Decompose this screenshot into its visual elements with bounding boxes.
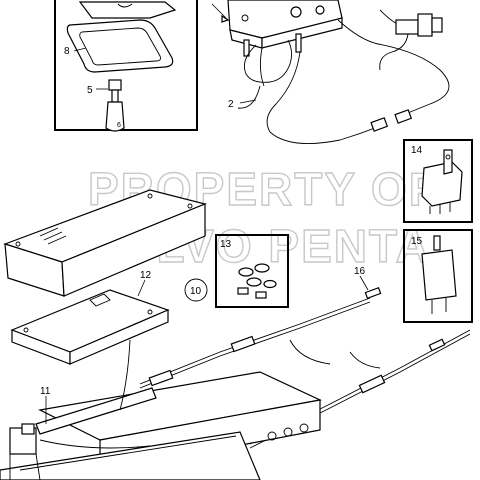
tray-hole-1 — [267, 431, 277, 441]
cable-upper-b — [139, 301, 371, 389]
cable-lower-sleeve — [358, 374, 386, 394]
cable-upper-end — [148, 369, 174, 387]
unit-screw-2 — [147, 309, 153, 315]
breaker-frame — [403, 229, 473, 323]
leader-16 — [359, 275, 369, 291]
plug-wire — [379, 33, 409, 71]
breaker-box: 15 — [403, 229, 473, 323]
sensor-5-mark: 6 — [117, 122, 121, 129]
callout-15: 15 — [411, 236, 423, 247]
connector-a — [370, 117, 389, 132]
callout-16: 16 — [354, 266, 366, 277]
stud-right — [295, 33, 302, 53]
arrow-lead — [211, 3, 227, 19]
control-cables: 16 — [139, 266, 471, 449]
callout-2: 2 — [228, 99, 234, 110]
inset-frame — [54, 0, 198, 131]
enclosure-cover — [3, 189, 207, 297]
arrow-head — [221, 14, 230, 23]
breaker-button — [433, 235, 441, 251]
control-panel-assembly: 2 — [211, 0, 450, 145]
actuator-rod — [35, 387, 157, 435]
callout-5: 5 — [87, 85, 93, 96]
harness-wire-a — [259, 47, 265, 87]
sensor-5-neck — [111, 89, 119, 103]
cover-screw-1 — [15, 241, 21, 247]
relay-box: 14 — [403, 139, 473, 223]
tray-base-edge — [19, 435, 237, 471]
small-parts-kit: 13 — [215, 234, 289, 308]
callout-10-ring — [184, 278, 208, 302]
cover-plate — [78, 1, 177, 19]
relay-frame — [403, 139, 473, 223]
stud-left — [243, 39, 250, 57]
relay-hole — [445, 154, 451, 160]
kit-grommet-4 — [263, 279, 277, 289]
relay-body — [421, 161, 463, 207]
leader-2 — [239, 99, 257, 104]
plug-tip — [431, 17, 443, 33]
plug-housing — [395, 19, 419, 35]
sensor-5-body — [105, 101, 125, 132]
relay-bracket — [443, 149, 453, 175]
cable-upper-sleeve — [230, 335, 256, 353]
tray-hole-3 — [299, 423, 309, 433]
actuator-leg-2 — [35, 453, 41, 480]
sensor-5-cap — [108, 79, 122, 91]
gasket-8 — [66, 19, 174, 73]
cover-screw-2 — [187, 203, 193, 209]
harness-cable — [266, 51, 381, 145]
panel-knob — [290, 6, 302, 18]
actuator-feed-wire — [119, 339, 131, 411]
leader-12 — [137, 279, 146, 297]
unit-connector — [89, 293, 111, 307]
connector-b — [394, 109, 413, 124]
plug-lead — [379, 9, 399, 25]
panel-screw — [241, 14, 249, 22]
unit-screw-1 — [23, 327, 29, 333]
callout-13: 13 — [220, 239, 232, 250]
cover-screw-3 — [147, 193, 153, 199]
cover-logo — [39, 227, 67, 245]
kit-grommet-2 — [254, 263, 270, 273]
harness-loop — [243, 39, 293, 83]
inset-box-top-left: 6 8 5 — [54, 0, 198, 132]
callout-10-marker: 10 — [184, 278, 208, 302]
tray-base — [0, 431, 261, 480]
callout-14: 14 — [411, 145, 423, 156]
actuator-wire — [39, 439, 151, 449]
callout-12: 12 — [140, 270, 152, 281]
cable-lower-end — [428, 338, 446, 352]
gasket-8-inner — [79, 27, 161, 66]
kit-grommet-1 — [238, 267, 254, 277]
control-unit-12: 12 — [10, 270, 170, 365]
kit-frame — [215, 234, 289, 308]
callout-8: 8 — [64, 46, 70, 57]
actuator-cap — [21, 423, 35, 435]
tray-hole-2 — [283, 427, 293, 437]
kit-clip-2 — [255, 291, 267, 299]
callout-11: 11 — [40, 386, 51, 397]
cover-front — [61, 203, 206, 297]
kit-grommet-3 — [246, 277, 262, 287]
panel-switch — [315, 5, 325, 15]
panel-housing-front — [261, 17, 343, 49]
extension-cable — [337, 19, 450, 119]
leader-8 — [73, 47, 87, 52]
mounting-tray — [0, 371, 322, 480]
actuator-11: 11 — [9, 339, 157, 480]
plug-flange — [417, 13, 433, 37]
unit-front — [69, 309, 169, 365]
cover-detail — [117, 3, 133, 8]
cable-16-end — [364, 287, 382, 299]
kit-clip-1 — [237, 287, 249, 295]
breaker-body — [421, 249, 457, 301]
wire-tail-1 — [289, 339, 331, 365]
harness-wire-b — [237, 85, 261, 109]
cable-upper — [139, 297, 371, 385]
wire-tail-2 — [349, 351, 381, 369]
callout-10: 10 — [190, 286, 202, 297]
